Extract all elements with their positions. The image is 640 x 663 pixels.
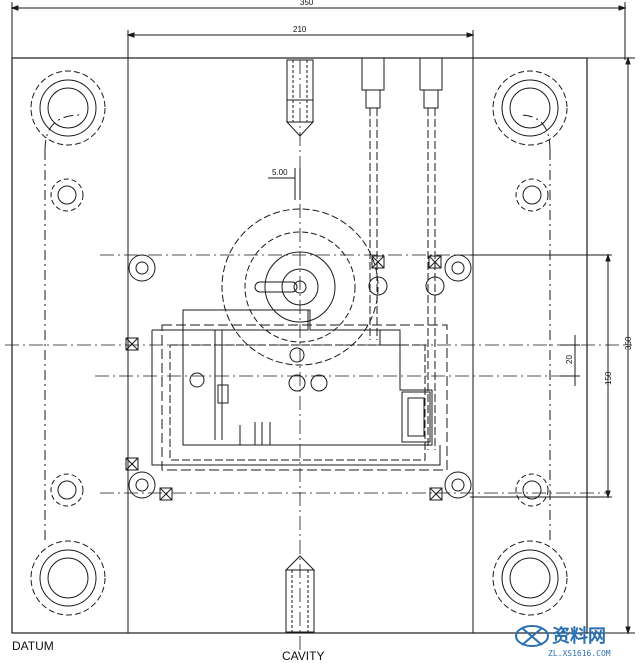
dimension-right-stack: 350 150 20 <box>470 56 635 635</box>
watermark-sub: ZL.XS1616.COM <box>548 649 611 658</box>
plate-dashed-outline <box>44 114 551 540</box>
insert-width-label: 210 <box>293 25 307 34</box>
cavity-label: CAVITY <box>282 649 324 663</box>
cooling-channel-b <box>419 57 443 450</box>
datum-label: DATUM <box>12 639 54 653</box>
cooling-channel-a <box>361 57 385 340</box>
dimension-insert-top: 210 <box>126 25 475 270</box>
watermark-main: 资料网 <box>552 625 606 647</box>
dimension-small-offset: 5.00 <box>268 168 301 200</box>
watermark-logo: 资料网 ZL.XS1616.COM <box>515 625 611 658</box>
outer-plate <box>11 57 588 634</box>
corner-bushing-tl <box>30 70 106 146</box>
dimension-overall-top: 350 <box>10 0 627 60</box>
right-outer-label: 350 <box>624 336 633 350</box>
offset-label: 5.00 <box>272 168 288 177</box>
right-mid-label: 150 <box>604 371 613 385</box>
center-lines <box>5 60 632 650</box>
corner-bushing-bl <box>30 540 106 616</box>
corner-bushing-br <box>492 540 568 616</box>
locating-ring <box>221 208 379 366</box>
sprue-pin-top <box>285 59 315 137</box>
cavity-insert-frame <box>127 57 474 634</box>
return-pins <box>125 254 472 501</box>
sprue-pin-bottom <box>284 555 316 633</box>
overall-width-label: 350 <box>300 0 314 7</box>
right-small-label: 20 <box>565 355 574 364</box>
screw-holes <box>50 178 549 507</box>
molded-part-outline <box>151 309 448 471</box>
corner-bushing-tr <box>492 70 568 146</box>
